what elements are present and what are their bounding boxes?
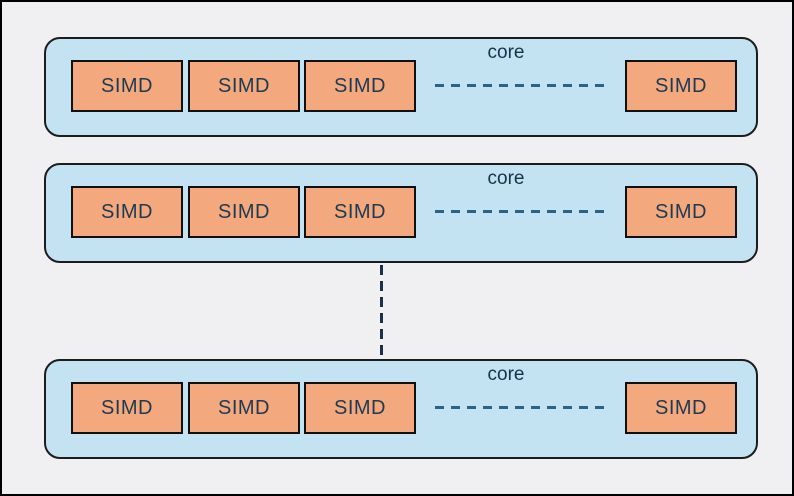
core-block-1: core SIMD SIMD SIMD SIMD <box>44 37 758 137</box>
simd-unit: SIMD <box>71 382 183 434</box>
simd-unit-label: SIMD <box>218 396 270 419</box>
simd-unit-label: SIMD <box>334 200 386 223</box>
simd-unit-label: SIMD <box>101 200 153 223</box>
simd-unit-label: SIMD <box>101 396 153 419</box>
simd-unit: SIMD <box>188 186 300 238</box>
core-ellipsis-connector <box>380 265 383 360</box>
simd-ellipsis-dashed-line <box>435 210 605 213</box>
simd-unit: SIMD <box>71 186 183 238</box>
simd-unit-label: SIMD <box>101 74 153 97</box>
simd-unit-label: SIMD <box>655 396 707 419</box>
core-label: core <box>487 364 525 385</box>
simd-unit-label: SIMD <box>655 74 707 97</box>
simd-unit: SIMD <box>304 382 416 434</box>
core-label: core <box>487 168 525 189</box>
simd-unit: SIMD <box>188 382 300 434</box>
simd-ellipsis-dashed-line <box>435 84 605 87</box>
simd-unit-label: SIMD <box>334 396 386 419</box>
core-label: core <box>487 42 525 63</box>
simd-unit: SIMD <box>625 186 737 238</box>
simd-unit-label: SIMD <box>334 74 386 97</box>
simd-unit-label: SIMD <box>218 74 270 97</box>
core-block-3: core SIMD SIMD SIMD SIMD <box>44 359 758 459</box>
simd-unit-label: SIMD <box>218 200 270 223</box>
simd-unit: SIMD <box>188 60 300 112</box>
simd-ellipsis-dashed-line <box>435 406 605 409</box>
simd-unit: SIMD <box>625 60 737 112</box>
simd-unit: SIMD <box>304 186 416 238</box>
simd-unit: SIMD <box>625 382 737 434</box>
core-block-2: core SIMD SIMD SIMD SIMD <box>44 163 758 263</box>
simd-unit-label: SIMD <box>655 200 707 223</box>
simd-unit: SIMD <box>71 60 183 112</box>
simd-unit: SIMD <box>304 60 416 112</box>
